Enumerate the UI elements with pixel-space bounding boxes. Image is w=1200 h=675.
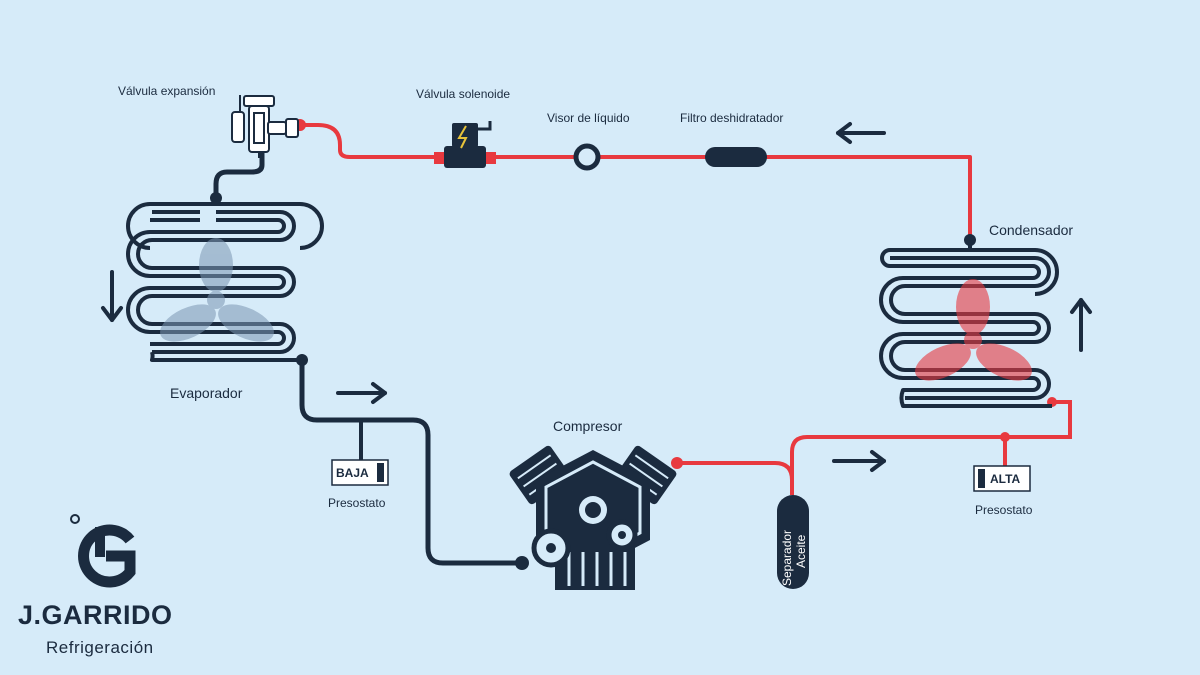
condensador-label: Condensador — [989, 222, 1073, 238]
condenser-coil — [879, 240, 1059, 408]
connection-dot — [671, 457, 683, 469]
arrow-right-icon — [336, 382, 387, 404]
aceite-label: Aceite — [794, 534, 808, 568]
discharge-line — [677, 461, 794, 495]
valvula-expansion-label: Válvula expansión — [118, 84, 215, 98]
visor-liquido-label: Visor de líquido — [547, 111, 630, 125]
fan-icon — [160, 238, 274, 342]
filter-drier-icon — [705, 147, 767, 167]
suction-line — [299, 360, 522, 566]
presostato-alta-label: Presostato — [975, 503, 1033, 517]
filtro-deshidratador-label: Filtro deshidratador — [680, 111, 783, 125]
liquid-line — [300, 123, 972, 240]
arrow-up-icon — [1070, 298, 1092, 352]
fan-icon — [915, 279, 1032, 381]
pressure-switch-icon — [973, 465, 1031, 492]
connection-dot — [515, 556, 529, 570]
expansion-outlet-line — [213, 150, 265, 198]
valvula-solenoide-label: Válvula solenoide — [416, 87, 510, 101]
arrow-right-icon — [832, 450, 886, 472]
arrow-down-icon — [101, 270, 123, 322]
compressor-icon — [509, 445, 677, 590]
logo: J.GARRIDO Refrigeración — [18, 508, 198, 668]
sight-glass-icon — [573, 143, 601, 171]
oil-separator-icon — [777, 495, 809, 589]
separador-label: Separador — [780, 530, 794, 586]
connection-dot — [210, 192, 222, 204]
presostato-alta-tag: ALTA — [990, 472, 1021, 486]
presostato-baja-label: Presostato — [328, 496, 386, 510]
compresor-label: Compresor — [553, 418, 623, 434]
discharge-line-to-condenser — [790, 400, 1072, 495]
logo-name: J.GARRIDO — [18, 600, 173, 630]
logo-subtitle: Refrigeración — [46, 638, 154, 657]
pressure-switch-icon — [331, 459, 389, 486]
logo-mark — [70, 514, 136, 588]
expansion-valve-icon — [231, 95, 299, 158]
arrow-left-icon — [836, 122, 886, 144]
connection-dot — [296, 354, 308, 366]
connection-dot — [1000, 432, 1010, 442]
solenoid-valve-icon — [434, 121, 496, 168]
evaporador-label: Evaporador — [170, 385, 243, 401]
presostato-baja-tag: BAJA — [336, 466, 369, 480]
